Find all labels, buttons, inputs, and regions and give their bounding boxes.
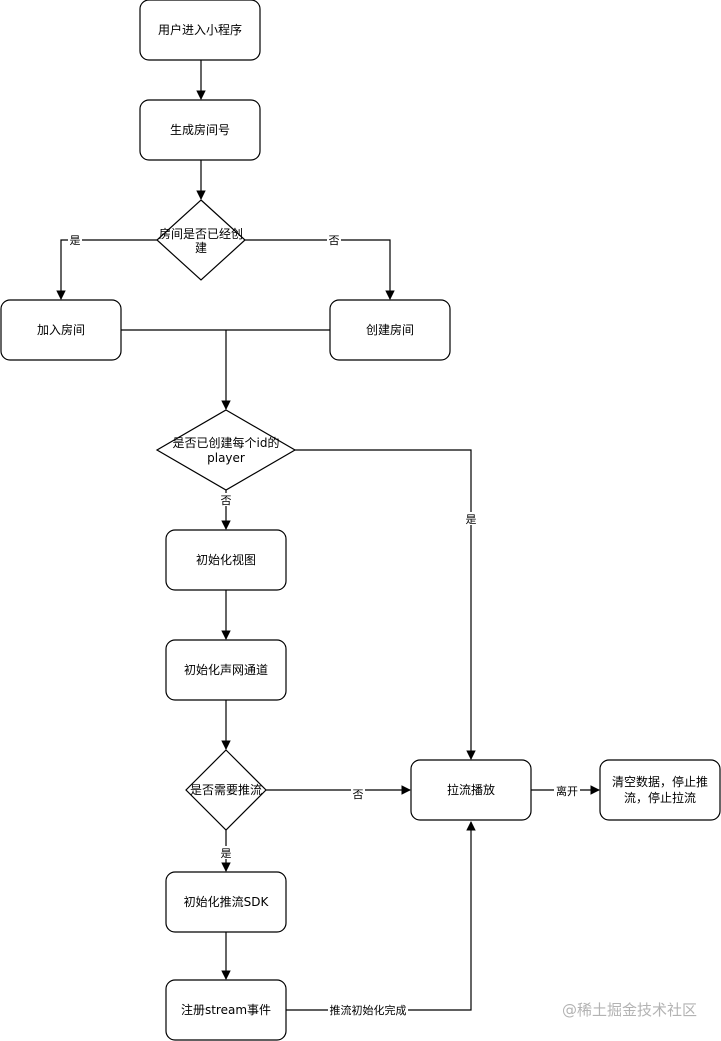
edge-room-yes [56,239,157,300]
svg-text:初始化推流SDK: 初始化推流SDK [184,895,270,909]
label-push-init-done: 推流初始化完成 [328,1003,408,1017]
svg-text:是: 是 [70,234,81,247]
svg-text:是否已创建每个id的: 是否已创建每个id的 [173,435,280,450]
node-clear-data: 清空数据，停止推 流，停止拉流 [599,759,721,821]
svg-text:建: 建 [195,241,207,255]
svg-text:加入房间: 加入房间 [37,322,85,337]
svg-text:否: 否 [353,788,364,801]
node-register-stream: 注册stream事件 [165,979,287,1041]
svg-text:初始化视图: 初始化视图 [196,552,256,567]
label-player-no: 否 [219,493,233,507]
svg-text:注册stream事件: 注册stream事件 [181,1002,271,1017]
edge-labels: 是 否 否 是 否 是 离开 推流初始化完成 [68,234,580,1017]
svg-text:是否需要推流: 是否需要推流 [190,783,262,797]
decision-player-created: 是否已创建每个id的 player [155,409,297,491]
svg-text:离开: 离开 [556,784,578,798]
svg-text:player: player [207,451,245,465]
edges [56,60,600,1011]
node-create-room: 创建房间 [329,299,451,361]
label-push-no: 否 [351,787,365,801]
decision-room-created: 房间是否已经创 建 [156,199,246,281]
svg-text:推流初始化完成: 推流初始化完成 [330,1003,407,1017]
node-init-push-sdk: 初始化推流SDK [165,871,287,933]
svg-text:房间是否已经创: 房间是否已经创 [159,226,243,241]
svg-text:否: 否 [221,494,232,507]
node-init-agora: 初始化声网通道 [165,639,287,701]
svg-text:是: 是 [221,847,232,860]
node-init-view: 初始化视图 [165,529,287,591]
svg-text:初始化声网通道: 初始化声网通道 [184,663,268,677]
label-room-no: 否 [327,234,341,247]
edge-room-no [245,239,395,300]
svg-text:创建房间: 创建房间 [366,322,414,337]
svg-text:否: 否 [329,234,340,247]
node-pull-play: 拉流播放 [410,759,532,821]
svg-text:用户进入小程序: 用户进入小程序 [158,22,242,37]
svg-text:生成房间号: 生成房间号 [170,122,230,137]
watermark-text: @稀土掘金技术社区 [562,1001,697,1019]
svg-text:是: 是 [466,513,477,526]
edge-register-to-pull [286,821,476,1011]
decision-need-push: 是否需要推流 [185,749,267,831]
svg-text:流，停止拉流: 流，停止拉流 [624,790,696,805]
label-player-yes: 是 [464,512,478,526]
label-push-yes: 是 [219,846,233,860]
svg-text:清空数据，停止推: 清空数据，停止推 [612,774,708,789]
edge-player-yes [295,449,476,760]
svg-text:拉流播放: 拉流播放 [447,782,495,797]
label-leave: 离开 [554,784,580,798]
node-generate-room: 生成房间号 [139,99,261,161]
node-join-room: 加入房间 [0,299,122,361]
node-enter-miniprogram: 用户进入小程序 [139,0,261,61]
label-room-yes: 是 [68,234,82,247]
